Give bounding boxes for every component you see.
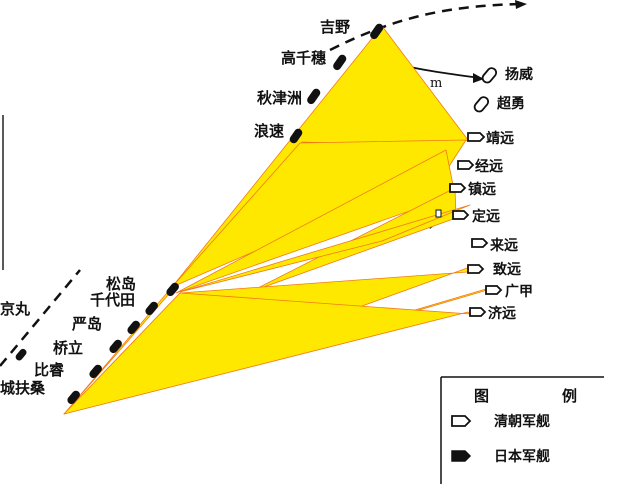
legend-japan-label: 日本军舰 bbox=[494, 448, 550, 465]
label-jiyuan: 济远 bbox=[488, 305, 516, 322]
dingyuan-small-mark bbox=[435, 209, 442, 218]
firing-fan-group bbox=[63, 25, 487, 415]
ship-yoshino bbox=[370, 23, 384, 40]
label-itsukushima: 严岛 bbox=[71, 315, 102, 333]
ship-laiyuan-shape bbox=[471, 238, 489, 248]
chinese-ships bbox=[435, 67, 503, 317]
legend-title-right: 例 bbox=[562, 387, 577, 405]
ship-chaoyong-shape bbox=[473, 96, 490, 113]
label-chiyoda: 千代田 bbox=[90, 291, 135, 309]
label-matsushima: 松岛 bbox=[106, 275, 136, 293]
label-hiei: 比睿 bbox=[34, 361, 65, 379]
label-hashidate: 桥立 bbox=[53, 339, 83, 357]
label-laiyuan: 来远 bbox=[489, 238, 518, 254]
fan-jiyuan bbox=[63, 292, 471, 415]
label-zhiyuan: 致远 bbox=[493, 261, 521, 278]
legend-japan-icon bbox=[451, 450, 472, 462]
course-arrowhead bbox=[515, 0, 527, 9]
trajectory-arrowhead bbox=[473, 73, 484, 83]
label-yangwei: 扬威 bbox=[505, 66, 533, 83]
legend-qing-label: 清朝军舰 bbox=[494, 413, 550, 430]
ship-matsushima bbox=[166, 282, 179, 297]
ship-yangwei-shape bbox=[481, 67, 498, 84]
label-zhenyuan: 镇远 bbox=[468, 181, 496, 198]
japanese-ships bbox=[15, 23, 384, 405]
chinese-labels: 扬威 超勇 靖远 经远 镇远 定远 来远 致远 广甲 济远 bbox=[468, 66, 533, 322]
ship-naniwa bbox=[289, 128, 303, 144]
label-naniwa: 浪速 bbox=[254, 122, 284, 140]
fragment-m: m bbox=[430, 76, 442, 91]
japanese-labels: 吉野 高千穗 秋津洲 浪速 松岛 千代田 严岛 桥立 比睿 城扶桑 京丸 bbox=[0, 18, 350, 397]
label-fuso: 城扶桑 bbox=[0, 379, 46, 397]
ship-jingyuan2-shape bbox=[457, 160, 475, 170]
label-saikyo-maru: 京丸 bbox=[0, 300, 31, 318]
ship-dingyuan-shape bbox=[452, 210, 470, 220]
legend-qing-icon bbox=[451, 415, 472, 427]
ship-hashidate bbox=[109, 339, 122, 354]
ship-chiyoda bbox=[145, 301, 158, 316]
japanese-main-course-dashed bbox=[329, 2, 521, 52]
label-guangjia: 广甲 bbox=[505, 283, 533, 300]
ship-zhenyuan-shape bbox=[449, 183, 467, 193]
legend-title-left: 图 bbox=[474, 387, 489, 405]
ship-hiei bbox=[89, 364, 102, 379]
label-chaoyong: 超勇 bbox=[496, 95, 525, 112]
ship-jingyuan-shape bbox=[467, 132, 486, 142]
ship-rear-1 bbox=[15, 348, 27, 361]
ship-fuso bbox=[67, 390, 80, 405]
label-takachiho: 高千穗 bbox=[281, 49, 326, 67]
ship-akitsushima bbox=[307, 88, 321, 105]
fan-laiyuan bbox=[179, 204, 471, 293]
legend: 图 例 清朝军舰 日本军舰 bbox=[440, 376, 604, 484]
ship-itsukushima bbox=[127, 320, 140, 335]
ship-guangjia-shape bbox=[485, 285, 503, 295]
label-jingyuan: 靖远 bbox=[486, 130, 514, 147]
japanese-rear-course-dashed bbox=[0, 269, 81, 367]
ship-zhiyuan-shape bbox=[467, 264, 485, 274]
label-yoshino: 吉野 bbox=[320, 18, 350, 36]
label-dingyuan: 定远 bbox=[472, 208, 500, 225]
label-akitsushima: 秋津洲 bbox=[257, 89, 302, 107]
ship-jiyuan-shape bbox=[469, 307, 487, 317]
fan-zhenyuan bbox=[175, 149, 456, 294]
label-jingyuan2: 经远 bbox=[475, 158, 503, 175]
ship-takachiho bbox=[333, 54, 347, 71]
